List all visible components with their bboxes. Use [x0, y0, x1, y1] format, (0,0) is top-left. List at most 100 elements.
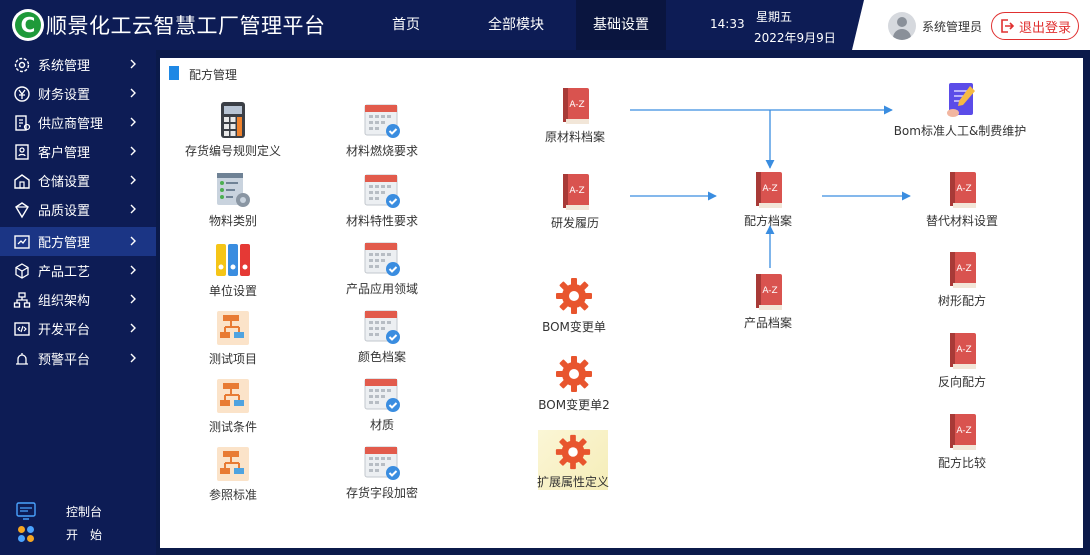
module-label: BOM变更单2: [538, 398, 610, 412]
sidebar-item-label: 供应商管理: [38, 117, 104, 132]
sidebar-item-label: 预警平台: [38, 353, 91, 368]
module-bom-change[interactable]: BOM变更单: [514, 276, 634, 335]
module-material-category[interactable]: 物料类别: [173, 170, 293, 229]
chevron-right-icon: [130, 204, 136, 214]
app-logo[interactable]: C 顺景化工云智慧工厂管理平台: [12, 9, 326, 41]
module-label: 产品应用领域: [345, 282, 418, 296]
module-raw-material-archive[interactable]: A-Z 原材料档案: [515, 86, 635, 145]
nav-home[interactable]: 首页: [392, 17, 420, 33]
module-unit-settings[interactable]: 单位设置: [173, 240, 293, 299]
chevron-right-icon: [130, 88, 136, 98]
az-book-icon: A-Z: [756, 172, 782, 208]
svg-text:A-Z: A-Z: [956, 345, 971, 355]
binders-icon: [216, 244, 250, 276]
sidebar-item-customer[interactable]: 客户管理: [0, 137, 156, 166]
logout-icon: [1001, 19, 1015, 33]
avatar[interactable]: [888, 12, 916, 40]
sidebar-item-formula[interactable]: 配方管理: [0, 227, 156, 256]
calendar-check-icon: [364, 174, 400, 208]
calendar-check-icon: [364, 310, 400, 344]
customer-icon: [12, 142, 32, 162]
chevron-right-icon: [130, 146, 136, 156]
module-label: 单位设置: [208, 284, 257, 298]
module-bom-labor-overhead[interactable]: Bom标准人工&制费维护: [885, 80, 1035, 139]
calendar-check-icon: [364, 242, 400, 276]
sidebar-item-label: 配方管理: [38, 236, 91, 251]
sidebar-item-supplier[interactable]: 供应商管理: [0, 108, 156, 137]
module-application-fields[interactable]: 产品应用领域: [322, 238, 442, 297]
section-marker: [169, 66, 179, 80]
module-material-texture[interactable]: 材质: [322, 374, 442, 433]
module-bom-change-2[interactable]: BOM变更单2: [514, 354, 634, 413]
date-text: 2022年9月9日: [754, 31, 836, 45]
module-tree-formula[interactable]: A-Z 树形配方: [902, 250, 1022, 309]
calendar-check-icon: [364, 104, 400, 138]
finance-icon: [12, 84, 32, 104]
module-reverse-formula[interactable]: A-Z 反向配方: [902, 331, 1022, 390]
module-combustion-requirements[interactable]: 材料燃烧要求: [322, 100, 442, 159]
cube-icon: [12, 261, 32, 281]
svg-text:A-Z: A-Z: [956, 184, 971, 194]
flowchart-icon: [217, 447, 249, 481]
sidebar-item-warehouse[interactable]: 仓储设置: [0, 166, 156, 195]
module-label: 树形配方: [937, 294, 986, 308]
module-label: 材料特性要求: [345, 214, 418, 228]
sidebar-item-organization[interactable]: 组织架构: [0, 285, 156, 314]
console-icon: [16, 502, 36, 520]
chevron-right-icon: [130, 294, 136, 304]
module-inventory-code-rule[interactable]: 存货编号规则定义: [173, 100, 293, 159]
warehouse-icon: [12, 171, 32, 191]
module-label: 物料类别: [208, 214, 257, 228]
console-button[interactable]: 控制台: [16, 502, 102, 520]
module-formula-archive[interactable]: A-Z 配方档案: [708, 170, 828, 229]
start-icon: [18, 526, 34, 542]
module-field-encryption[interactable]: 存货字段加密: [322, 442, 442, 501]
module-label: 配方档案: [743, 214, 792, 228]
nav-all-modules[interactable]: 全部模块: [488, 17, 544, 33]
module-test-items[interactable]: 测试项目: [173, 308, 293, 367]
sidebar-item-dev-platform[interactable]: 开发平台: [0, 314, 156, 343]
module-label: 原材料档案: [544, 130, 605, 144]
module-label: 配方比较: [937, 456, 986, 470]
module-formula-compare[interactable]: A-Z 配方比较: [902, 412, 1022, 471]
module-label: 替代材料设置: [925, 214, 998, 228]
svg-text:A-Z: A-Z: [762, 184, 777, 194]
sidebar-item-label: 开发平台: [38, 323, 91, 338]
module-label: 测试项目: [208, 352, 257, 366]
notebook-icon: [947, 83, 975, 117]
sidebar-item-finance[interactable]: 财务设置: [0, 79, 156, 108]
alert-icon: [12, 349, 32, 369]
module-label: 存货字段加密: [345, 486, 418, 500]
module-rd-history[interactable]: A-Z 研发履历: [515, 172, 635, 231]
chevron-right-icon: [130, 323, 136, 333]
weekday-text: 星期五: [756, 10, 793, 24]
start-button[interactable]: 开 始: [16, 524, 102, 544]
module-substitute-material[interactable]: A-Z 替代材料设置: [902, 170, 1022, 229]
app-title: 顺景化工云智慧工厂管理平台: [46, 14, 326, 38]
module-reference-standards[interactable]: 参照标准: [173, 444, 293, 503]
sidebar-item-product-process[interactable]: 产品工艺: [0, 256, 156, 285]
start-label: 开 始: [66, 527, 103, 542]
module-material-properties[interactable]: 材料特性要求: [322, 170, 442, 229]
logout-button[interactable]: 退出登录: [991, 12, 1079, 40]
az-book-icon: A-Z: [950, 414, 976, 450]
module-label: 测试条件: [208, 420, 257, 434]
nav-basic-settings[interactable]: 基础设置: [576, 0, 666, 50]
console-label: 控制台: [66, 504, 103, 519]
module-product-archive[interactable]: A-Z 产品档案: [708, 272, 828, 331]
header-bar: C 顺景化工云智慧工厂管理平台 首页 全部模块 基础设置 14:33 星期五 2…: [0, 0, 1090, 50]
quality-icon: [12, 200, 32, 220]
section-title: 配方管理: [189, 68, 238, 82]
sidebar-item-alert-platform[interactable]: 预警平台: [0, 344, 156, 373]
module-test-conditions[interactable]: 测试条件: [173, 376, 293, 435]
module-label: 存货编号规则定义: [184, 144, 281, 158]
sidebar-item-system[interactable]: 系统管理: [0, 50, 156, 79]
calendar-check-icon: [364, 446, 400, 480]
sidebar-item-label: 财务设置: [38, 88, 91, 103]
sidebar-item-quality[interactable]: 品质设置: [0, 195, 156, 224]
chevron-right-icon: [130, 117, 136, 127]
module-label: 材质: [369, 418, 394, 432]
module-color-archive[interactable]: 颜色档案: [322, 306, 442, 365]
module-label: 研发履历: [550, 216, 599, 230]
module-extended-attributes[interactable]: 扩展属性定义: [537, 430, 609, 490]
